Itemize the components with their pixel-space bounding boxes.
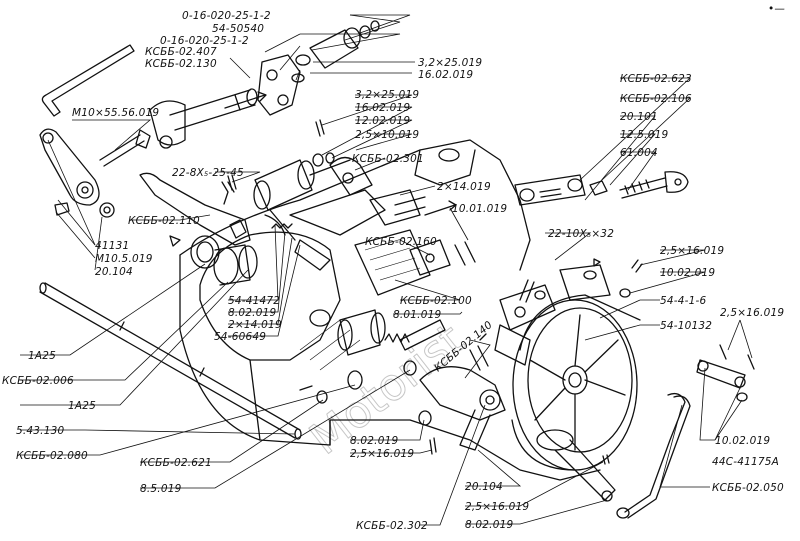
- label-0-16-020-b: 0-16-020-25-1-2: [160, 35, 249, 47]
- label-8-02-b: 8.02.019: [350, 435, 398, 447]
- pin-right: [631, 259, 643, 273]
- central-bushing: [253, 152, 373, 211]
- long-shaft: [39, 282, 302, 440]
- hex-key: [41, 44, 135, 117]
- label-54-4-1-6: 54-4-1-6: [660, 295, 706, 307]
- label-8-01: 8.01.019: [393, 309, 441, 321]
- label-22-8x5: 22-8X₅-25-45: [172, 167, 244, 179]
- left-lever: [39, 128, 115, 218]
- mechanism-drawing: [39, 20, 755, 519]
- label-5-43-130: 5.43.130: [16, 425, 64, 437]
- label-m10-5: M10.5.019: [95, 253, 153, 265]
- label-2-5x16-a: 2,5×16.019: [660, 245, 724, 257]
- label-1a25-a: 1A25: [28, 350, 56, 362]
- label-44c: 44C-41175A: [712, 456, 779, 468]
- label-54-10132: 54-10132: [660, 320, 712, 332]
- label-ks-006: КСББ-02.006: [2, 375, 74, 387]
- label-20-104-b: 20.104: [465, 481, 503, 493]
- label-3-2x25-a: 3,2×25.019: [418, 57, 482, 69]
- label-ks-301: КСББ-02.301: [352, 153, 424, 165]
- label-ks-110: КСББ-02.110: [128, 215, 200, 227]
- label-10-01: 10.01.019: [452, 203, 507, 215]
- part-labels: 0-16-020-25-1-2 54-50540 0-16-020-25-1-2…: [2, 10, 784, 532]
- upper-shaft: [149, 88, 258, 149]
- label-16-02-b: 16.02.019: [355, 102, 410, 114]
- label-8-5: 8.5.019: [140, 483, 182, 495]
- label-12-02: 12.02.019: [355, 115, 410, 127]
- housing: [179, 139, 601, 481]
- label-ks-080: КСББ-02.080: [16, 450, 88, 462]
- label-2-5x16-c: 2,5×16.019: [350, 448, 414, 460]
- label-54-41472: 54-41472: [228, 295, 280, 307]
- top-bracket: [257, 20, 380, 116]
- label-54-60649: 54-60649: [214, 331, 266, 343]
- label-8-02-c: 8.02.019: [465, 519, 513, 531]
- label-2-5x16-b: 2,5×16.019: [720, 307, 784, 319]
- flywheel: [511, 264, 641, 502]
- label-41131: 41131: [95, 240, 129, 252]
- label-ks-621: КСББ-02.621: [140, 457, 212, 469]
- label-20-104-a: 20.104: [95, 266, 133, 278]
- label-10-02-a: 10.02.019: [660, 267, 715, 279]
- label-ks-623: КСББ-02.623: [620, 73, 692, 85]
- label-ks-407: КСББ-02.407: [145, 46, 217, 58]
- label-ks-160: КСББ-02.160: [365, 236, 437, 248]
- leader-lines: [20, 14, 753, 526]
- label-ks-050: КСББ-02.050: [712, 482, 784, 494]
- pin-lower: [602, 454, 610, 465]
- label-0-16-020-a: 0-16-020-25-1-2: [182, 10, 271, 22]
- label-54-50540: 54-50540: [212, 23, 264, 35]
- label-1a25-b: 1A25: [68, 400, 96, 412]
- label-61-004: 61.004: [620, 147, 658, 159]
- label-22-10x5: 22-10X₅×32: [548, 228, 614, 240]
- label-2x14-b: 2×14.019: [228, 319, 282, 331]
- link-rods: [514, 171, 689, 206]
- middle-levers: [289, 189, 476, 296]
- label-20-101: 20.101: [620, 111, 658, 123]
- label-8-02-a: 8.02.019: [228, 307, 276, 319]
- label-ks-302: КСББ-02.302: [356, 520, 428, 532]
- label-ks-100: КСББ-02.100: [400, 295, 472, 307]
- label-m10x55: M10×55.56.019: [72, 107, 159, 119]
- label-12-5: 12.5.019: [620, 129, 668, 141]
- corner-mark: •—: [768, 3, 785, 15]
- spring-bushing: [316, 309, 446, 455]
- label-10-02-b: 10.02.019: [715, 435, 770, 447]
- label-2x14-a: 2×14.019: [437, 181, 491, 193]
- pin-center: [227, 174, 237, 191]
- label-3-2x25-b: 3,2×25.019: [355, 89, 419, 101]
- bolt: [99, 129, 151, 167]
- label-ks-106: КСББ-02.106: [620, 93, 692, 105]
- flywheel-levers: [419, 279, 631, 451]
- label-2-5x16-d: 2,5×16.019: [465, 501, 529, 513]
- ring-set: [190, 235, 258, 286]
- label-ks-130: КСББ-02.130: [145, 58, 217, 70]
- split-pin: [315, 119, 325, 137]
- direction-arrows: [169, 91, 601, 391]
- label-2-5x10: 2,5×10.019: [355, 129, 419, 141]
- label-16-02-a: 16.02.019: [418, 69, 473, 81]
